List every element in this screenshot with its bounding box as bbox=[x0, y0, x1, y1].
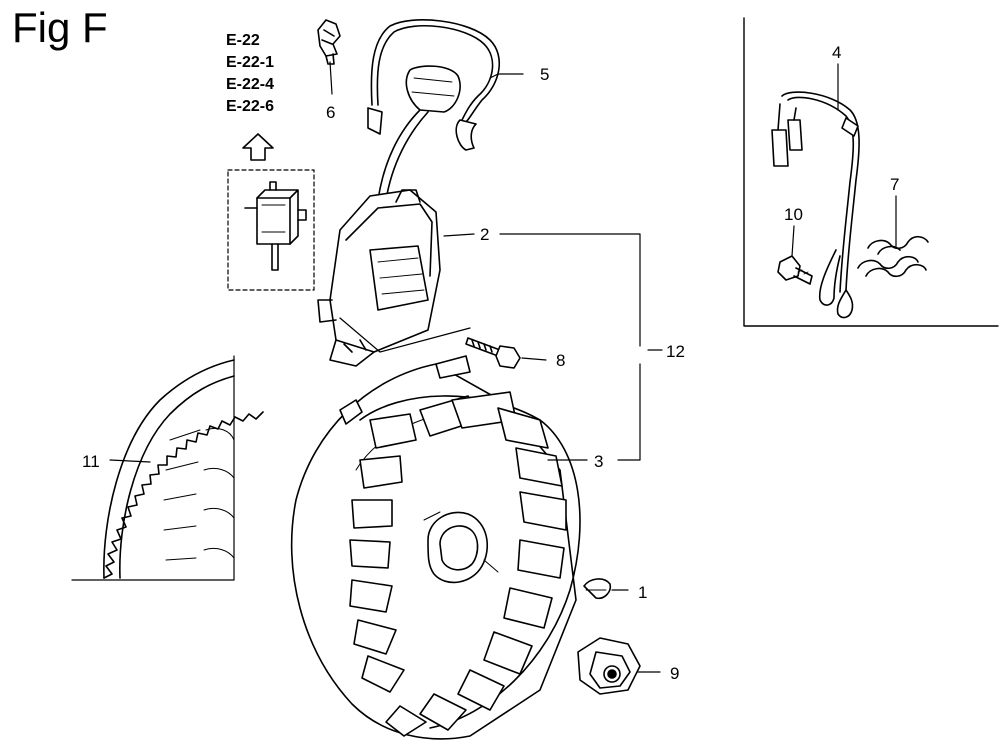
up-arrow-icon bbox=[242, 133, 274, 161]
part-7-harness-clip bbox=[857, 235, 929, 278]
part-6-clip bbox=[317, 19, 341, 65]
part-8-bolt bbox=[465, 337, 521, 369]
callout-1: 1 bbox=[638, 583, 647, 602]
callout-11: 11 bbox=[82, 452, 100, 471]
callout-5: 5 bbox=[540, 65, 549, 84]
part-2-ignition-coil bbox=[317, 189, 441, 367]
callout-6: 6 bbox=[326, 103, 335, 122]
part-9-flywheel-nut bbox=[577, 637, 641, 695]
reference-code: E-22 bbox=[226, 32, 260, 49]
part-1-woodruff-key bbox=[583, 578, 612, 600]
callout-3: 3 bbox=[594, 452, 603, 471]
callout-9: 9 bbox=[670, 664, 679, 683]
part-10-screw bbox=[777, 255, 813, 285]
figure-title: Fig F bbox=[12, 4, 108, 51]
reference-list: E-22 E-22-1 E-22-4 E-22-6 bbox=[226, 30, 274, 118]
inset-panel-harness bbox=[743, 17, 999, 327]
callout-8: 8 bbox=[556, 351, 565, 370]
leader-lines bbox=[109, 61, 897, 673]
reference-code: E-22-1 bbox=[226, 54, 275, 71]
part-5-lead-and-cap bbox=[367, 19, 500, 201]
reference-code: E-22-6 bbox=[226, 98, 275, 115]
part-4-wire-harness bbox=[771, 91, 860, 319]
part-11-ring-gear bbox=[71, 355, 264, 581]
callout-12: 12 bbox=[666, 342, 685, 361]
callout-4: 4 bbox=[832, 43, 841, 62]
inset-alternate-part bbox=[227, 169, 315, 291]
callout-10: 10 bbox=[784, 205, 803, 224]
reference-code: E-22-4 bbox=[226, 76, 275, 93]
callout-2: 2 bbox=[480, 225, 489, 244]
part-3-flywheel bbox=[290, 355, 581, 740]
callout-7: 7 bbox=[890, 175, 899, 194]
